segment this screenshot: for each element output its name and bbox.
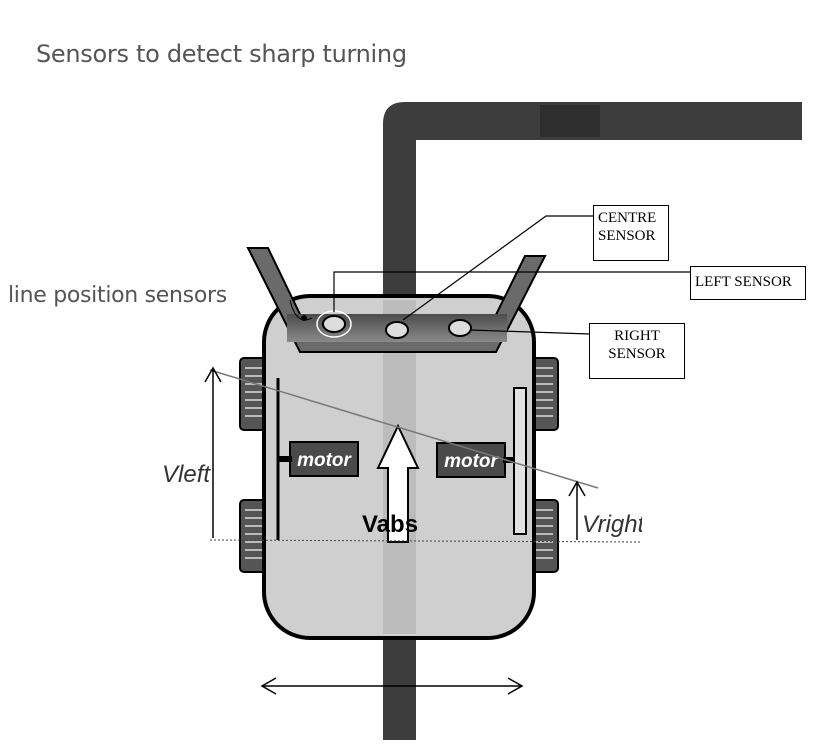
velocity-slope-line [209,369,599,489]
right-sensor-label: RIGHT SENSOR [589,323,685,379]
vabs-arrow [376,423,420,543]
motor-right-label: motor [444,451,499,472]
line-position-sensors-label: line position sensors [8,283,227,308]
vabs-label: Vabs [362,511,418,538]
marker-curve [289,299,313,321]
lateral-double-arrow [260,677,524,695]
diagram-title: Sensors to detect sharp turning [36,40,407,68]
right-sensor-label-line1: RIGHT [614,328,660,344]
motor-left-label: motor [297,450,352,471]
centre-sensor-label: CENTRE SENSOR [593,205,669,261]
right-sensor [448,319,472,337]
centre-sensor [385,321,409,339]
vright-label: Vright [582,511,646,538]
left-sensor [322,315,346,333]
centre-sensor-label-line1: CENTRE [598,210,657,226]
motor-right: motor [436,442,515,478]
vleft-label: Vleft [162,461,211,488]
right-rail [513,387,527,535]
vright-label-clip: Vright [582,511,646,538]
track [383,102,802,740]
motor-left: motor [278,441,359,477]
right-sensor-label-line2: SENSOR [608,346,666,362]
left-sensor-label: LEFT SENSOR [690,266,806,300]
centre-sensor-label-line2: SENSOR [598,228,656,244]
vleft-arrow [204,366,222,538]
vright-arrow [568,480,586,540]
